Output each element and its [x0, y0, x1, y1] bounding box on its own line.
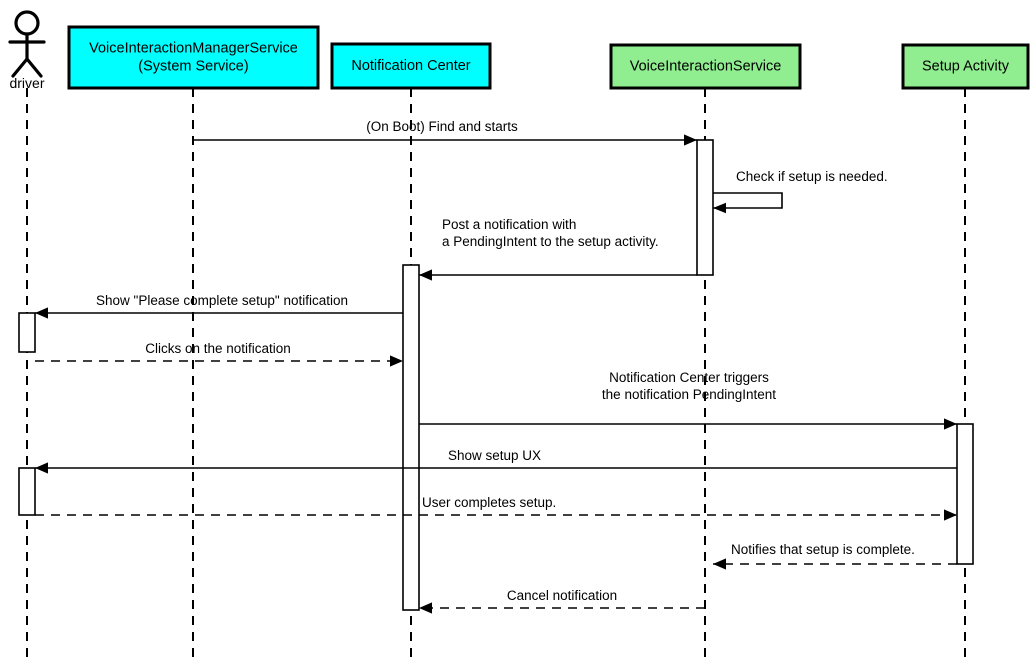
- message-msg-notifies-setup-complete[interactable]: Notifies that setup is complete.: [713, 542, 957, 570]
- message-label-msg-clicks-notification: Clicks on the notification: [145, 341, 291, 356]
- actor-driver: driver: [8, 10, 46, 91]
- message-arrowhead-msg-user-completes-setup: [944, 509, 957, 521]
- actor-head-icon: [14, 10, 40, 36]
- participant-box-vims[interactable]: [67, 25, 320, 90]
- message-label-msg-show-setup-ux: Show setup UX: [448, 448, 541, 463]
- message-arrowhead-msg-show-setup-ux: [35, 462, 48, 474]
- participant-notification_center[interactable]: Notification Center: [330, 42, 492, 90]
- activation-bar-notification_center: [402, 264, 420, 611]
- message-path-msg-check-setup: [713, 192, 783, 209]
- message-msg-user-completes-setup[interactable]: User completes setup.: [35, 495, 957, 521]
- message-label-msg-on-boot: (On Boot) Find and starts: [366, 119, 518, 134]
- message-msg-check-setup[interactable]: Check if setup is needed.: [713, 169, 888, 214]
- message-label-msg-trigger-pendingintent: the notification PendingIntent: [602, 387, 776, 402]
- participant-setup_activity[interactable]: Setup Activity: [901, 43, 1030, 90]
- participant-label-vis: VoiceInteractionService: [630, 58, 782, 74]
- message-label-msg-show-notification: Show "Please complete setup" notificatio…: [96, 293, 348, 308]
- message-label-msg-post-notification: a PendingIntent to the setup activity.: [442, 234, 659, 249]
- activation-bar-driver: [18, 467, 36, 516]
- message-arrowhead-msg-show-notification: [35, 307, 48, 319]
- message-arrowhead-msg-notifies-setup-complete: [713, 558, 726, 570]
- message-label-msg-notifies-setup-complete: Notifies that setup is complete.: [731, 542, 915, 557]
- message-arrowhead-msg-clicks-notification: [390, 355, 403, 367]
- participant-vis[interactable]: VoiceInteractionService: [609, 43, 802, 90]
- message-label-msg-cancel-notification: Cancel notification: [507, 588, 617, 603]
- message-arrowhead-msg-cancel-notification: [419, 602, 432, 614]
- message-msg-post-notification[interactable]: Post a notification with a PendingIntent …: [419, 217, 697, 281]
- participants-layer: driver VoiceInteractionManagerService (Sys…: [8, 10, 1030, 91]
- message-msg-show-notification[interactable]: Show "Please complete setup" notificatio…: [35, 293, 403, 319]
- activation-bar-vis: [696, 139, 714, 276]
- participant-vims[interactable]: VoiceInteractionManagerService (System Se…: [67, 25, 320, 90]
- message-arrowhead-msg-post-notification: [419, 269, 432, 281]
- participant-label-setup_activity: Setup Activity: [922, 58, 1010, 74]
- message-msg-on-boot[interactable]: (On Boot) Find and starts: [193, 119, 697, 146]
- activation-bar-setup_activity: [956, 423, 974, 565]
- message-label-msg-trigger-pendingintent: Notification Center triggers: [609, 370, 769, 385]
- message-msg-trigger-pendingintent[interactable]: Notification Center triggers the notifica…: [419, 370, 957, 430]
- message-label-msg-post-notification: Post a notification with: [442, 217, 576, 232]
- participant-box-setup_activity[interactable]: [901, 43, 1030, 90]
- participant-box-vis[interactable]: [609, 43, 802, 90]
- participant-label-notification_center: Notification Center: [351, 58, 470, 74]
- message-msg-cancel-notification[interactable]: Cancel notification: [419, 588, 705, 614]
- message-arrowhead-msg-check-setup: [713, 202, 726, 214]
- participant-box-notification_center[interactable]: [330, 42, 492, 90]
- actor-label-driver: driver: [9, 75, 44, 91]
- actor-leg-right-icon: [25, 57, 43, 78]
- message-label-msg-check-setup: Check if setup is needed.: [736, 169, 888, 184]
- participant-label-vims: VoiceInteractionManagerService: [89, 40, 298, 56]
- actor-leg-left-icon: [11, 57, 29, 78]
- message-msg-clicks-notification[interactable]: Clicks on the notification: [35, 341, 403, 367]
- message-msg-show-setup-ux[interactable]: Show setup UX: [35, 448, 957, 474]
- message-arrowhead-msg-trigger-pendingintent: [944, 418, 957, 430]
- activations-layer: [18, 139, 974, 611]
- message-label-msg-user-completes-setup: User completes setup.: [422, 495, 556, 510]
- message-arrowhead-msg-on-boot: [684, 134, 697, 146]
- participant-label-vims: (System Service): [138, 58, 248, 74]
- activation-bar-driver: [18, 312, 36, 353]
